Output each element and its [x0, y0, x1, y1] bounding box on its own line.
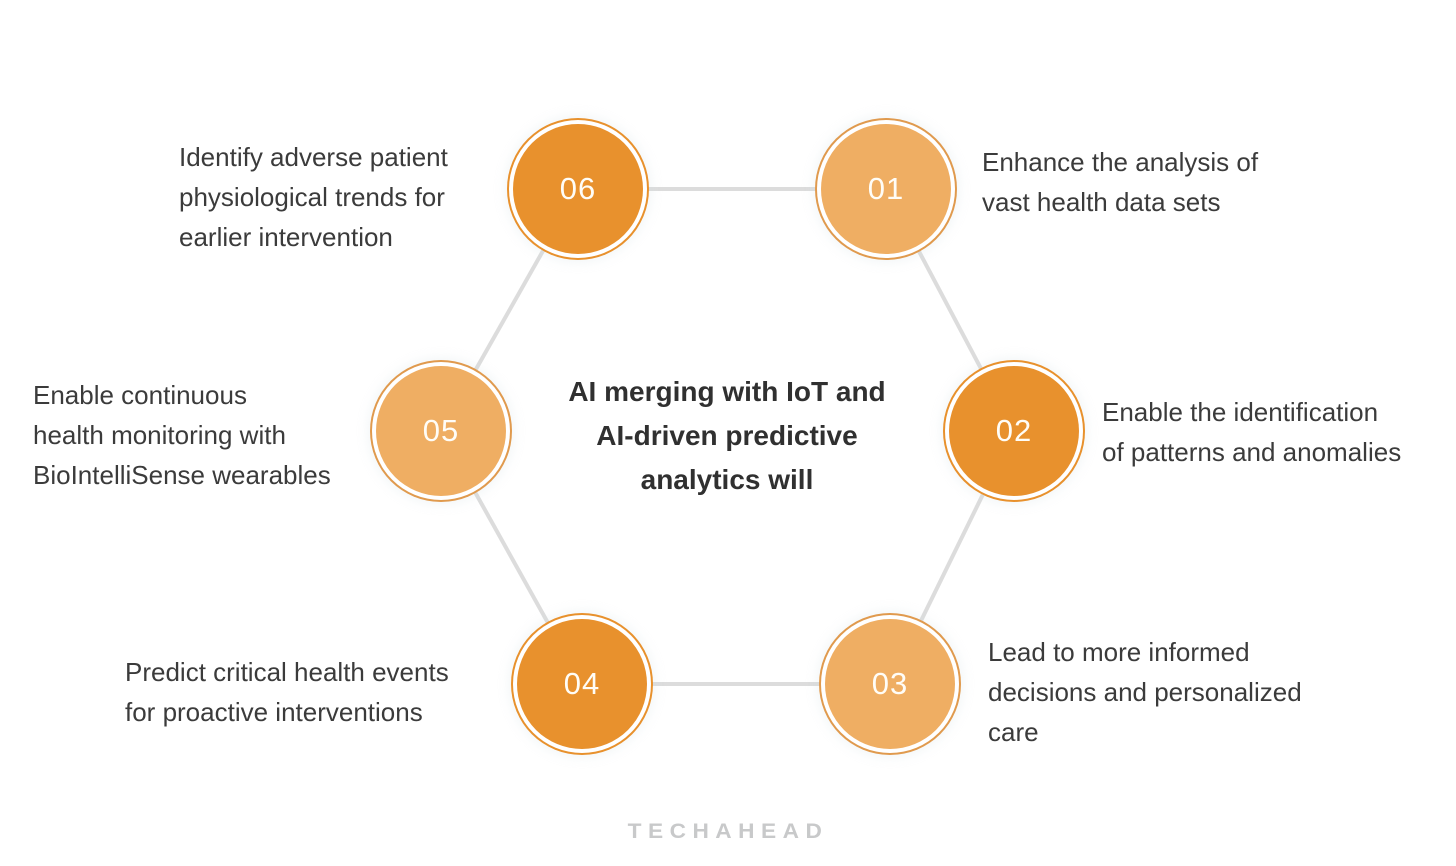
node-circle-01: 01 [821, 124, 951, 254]
node-circle-02: 02 [949, 366, 1079, 496]
diagram-title: AI merging with IoT and AI-driven predic… [568, 376, 886, 495]
node-circle-06: 06 [513, 124, 643, 254]
node-label-04: Predict critical health events for proac… [125, 657, 449, 727]
node-number-06: 06 [559, 171, 597, 206]
node-number-01: 01 [867, 171, 905, 206]
node-label-05: Enable continuous health monitoring with… [33, 380, 331, 490]
node-circle-05: 05 [376, 366, 506, 496]
node-number-04: 04 [563, 666, 601, 701]
techahead-logo: TECHAHEAD [627, 820, 829, 843]
node-circle-04: 04 [517, 619, 647, 749]
node-number-05: 05 [422, 413, 460, 448]
node-label-06: Identify adverse patient physiological t… [179, 142, 448, 252]
node-circle-03: 03 [825, 619, 955, 749]
node-number-03: 03 [871, 666, 909, 701]
node-label-02: Enable the identification of patterns an… [1102, 397, 1402, 467]
node-number-02: 02 [995, 413, 1033, 448]
node-label-01: Enhance the analysis of vast health data… [982, 147, 1259, 217]
node-label-03: Lead to more informed decisions and pers… [988, 637, 1302, 747]
